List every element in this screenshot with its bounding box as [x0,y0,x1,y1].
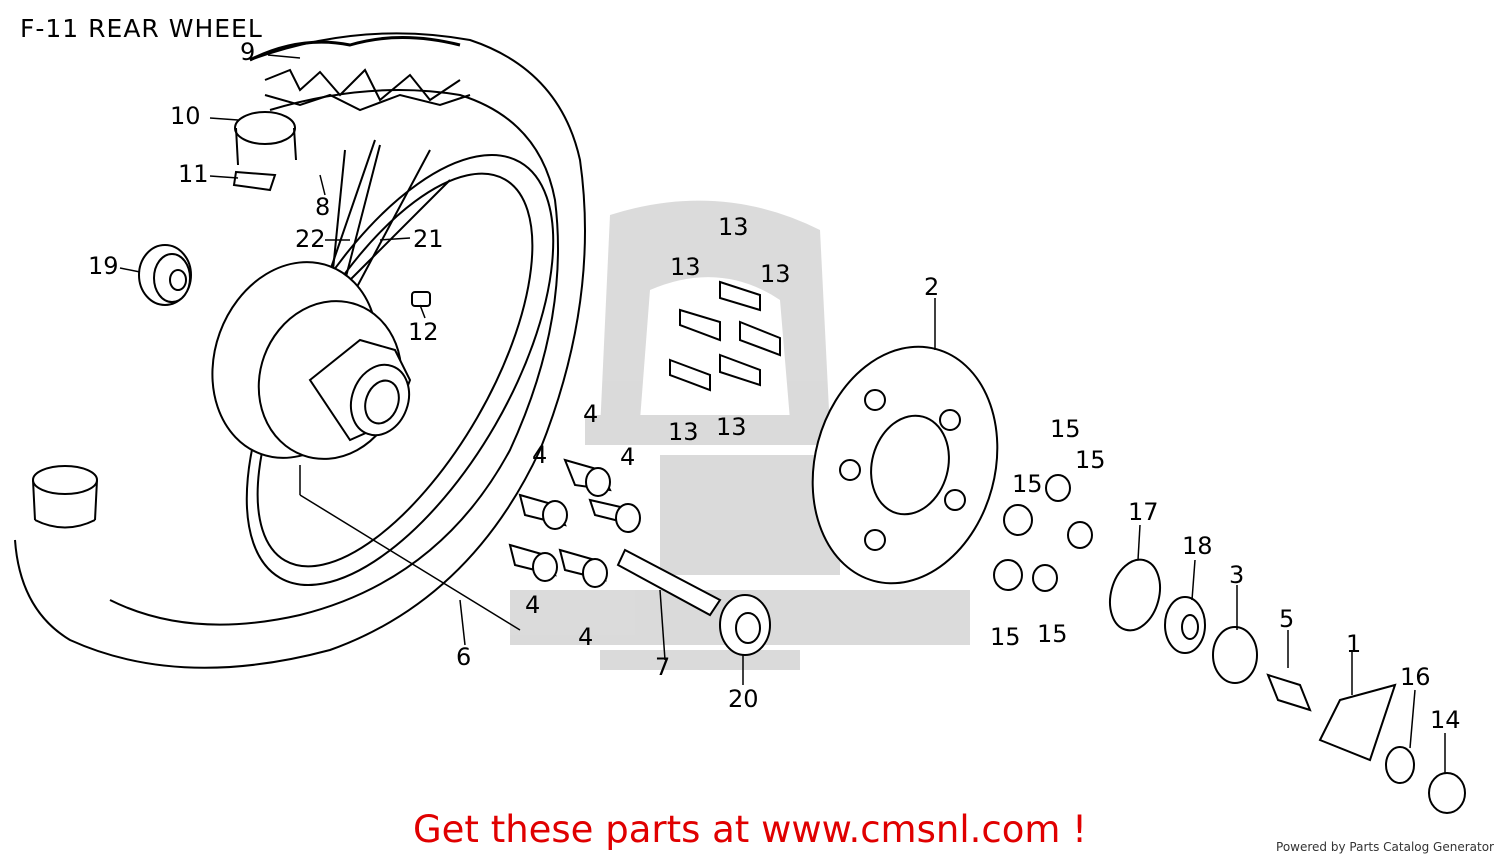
collars [508,458,641,588]
right-side-parts [1109,558,1466,814]
callout-8: 8 [315,193,330,221]
callout-20: 20 [728,685,759,713]
callout-10: 10 [170,102,201,130]
callout-15-middle-right: 15 [1075,446,1106,474]
rear-hub [211,261,412,460]
callout-12: 12 [408,318,439,346]
inner-tube [32,111,297,529]
callout-16: 16 [1400,663,1431,691]
rim-band [232,170,277,192]
axle-sleeve-7 [616,548,722,617]
callout-19: 19 [88,252,119,280]
callout-13-right: 13 [760,260,791,288]
callout-17: 17 [1128,498,1159,526]
bearing-19 [138,244,192,306]
callout-15-bottom-left: 15 [990,623,1021,651]
footer-credit: Powered by Parts Catalog Generator [1276,840,1494,854]
callout-13-bottom-right: 13 [716,413,747,441]
callout-15-middle-left: 15 [1012,470,1043,498]
callout-4-top: 4 [583,400,598,428]
leader-lines [119,54,1446,773]
callout-15-bottom-right: 15 [1037,620,1068,648]
callout-6: 6 [456,643,471,671]
callout-3: 3 [1229,561,1244,589]
callout-5: 5 [1279,605,1294,633]
callout-7: 7 [655,653,670,681]
nuts-15 [993,474,1093,592]
callout-18: 18 [1182,532,1213,560]
cta-link[interactable]: Get these parts at www.cmsnl.com ! [412,808,1087,851]
callout-4-bottom-left: 4 [525,591,540,619]
rear-tire [14,32,586,669]
callout-21: 21 [413,225,444,253]
callout-1: 1 [1346,630,1361,658]
callout-14: 14 [1430,706,1461,734]
callout-9: 9 [240,38,255,66]
page-title: F-11 REAR WHEEL [20,14,263,43]
callout-4-right: 4 [620,443,635,471]
sprocket [811,345,999,585]
callouts: 9 10 11 8 22 21 19 12 6 13 13 13 13 13 2… [88,38,1461,734]
callout-22: 22 [295,225,326,253]
callout-13-bottom-left: 13 [668,418,699,446]
bolt-12 [411,291,431,307]
studs [669,280,781,392]
callout-13-left: 13 [670,253,701,281]
callout-4-left: 4 [532,441,547,469]
callout-11: 11 [178,160,209,188]
callout-2: 2 [924,273,939,301]
callout-4-bottom-right: 4 [578,623,593,651]
callout-15-top: 15 [1050,415,1081,443]
bearing-20 [719,594,771,656]
callout-13-top: 13 [718,213,749,241]
